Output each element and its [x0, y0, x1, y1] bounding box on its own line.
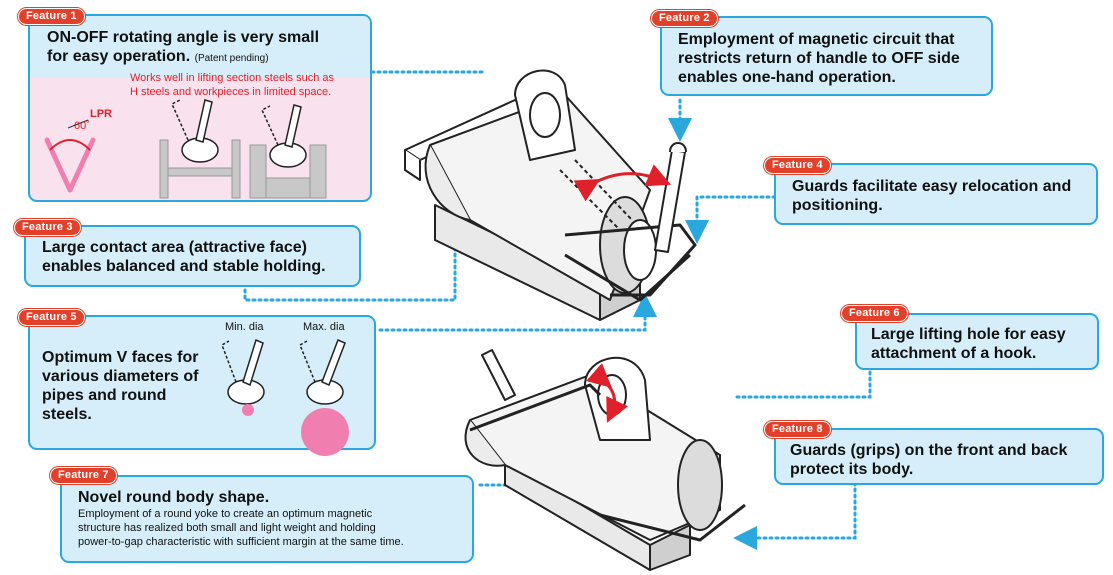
- feature7-body1: Employment of a round yoke to create an …: [78, 508, 373, 520]
- feature2-box: [660, 16, 993, 96]
- leader-feature4: [685, 195, 777, 244]
- feature5-line3: pipes and round: [42, 387, 167, 404]
- feature1-title-line1: ON-OFF rotating angle is very small: [47, 29, 320, 46]
- feature3-line1: Large contact area (attractive face): [42, 239, 307, 256]
- feature7-tag: Feature 7: [50, 467, 117, 484]
- feature7-box: [60, 475, 474, 563]
- feature4-line1: Guards facilitate easy relocation and: [792, 178, 1072, 195]
- feature2-line2: restricts return of handle to OFF side: [678, 50, 960, 67]
- feature5-min-label: Min. dia: [225, 321, 264, 333]
- feature2-line1: Employment of magnetic circuit that: [678, 31, 955, 48]
- feature1-tag: Feature 1: [18, 8, 85, 25]
- feature8-box: [774, 428, 1104, 485]
- feature7-body3: power-to-gap characteristic with suffici…: [78, 536, 404, 548]
- feature6-line2: attachment of a hook.: [871, 345, 1037, 362]
- feature1-note-line1: Works well in lifting section steels suc…: [130, 72, 334, 84]
- feature7-body2: structure has realized both small and li…: [78, 522, 376, 534]
- feature7-title: Novel round body shape.: [78, 489, 270, 506]
- feature3-line2: enables balanced and stable holding.: [42, 258, 326, 275]
- feature4-tag: Feature 4: [764, 157, 831, 174]
- feature4-box: [774, 163, 1098, 225]
- feature4-line2: positioning.: [792, 197, 883, 214]
- feature6-line1: Large lifting hole for easy: [871, 326, 1066, 343]
- feature5-line2: various diameters of: [42, 368, 199, 385]
- feature1-angle-label: LPR: [90, 108, 112, 120]
- feature5-line1: Optimum V faces for: [42, 349, 199, 366]
- feature8-line2: protect its body.: [790, 461, 914, 478]
- feature6-tag: Feature 6: [841, 305, 908, 322]
- leader-feature3: [243, 220, 467, 302]
- feature1-angle-value: 60˚: [74, 120, 90, 132]
- feature5-tag: Feature 5: [18, 309, 85, 326]
- feature5-line4: steels.: [42, 406, 92, 423]
- rotate-arrow-lower: [586, 363, 628, 423]
- feature3-tag: Feature 3: [14, 219, 81, 236]
- feature1-patent: (Patent pending): [194, 53, 269, 64]
- lifter-upper: [404, 69, 697, 321]
- leader-feature5: [378, 293, 657, 332]
- leader-feature6: [733, 370, 872, 399]
- feature8-line1: Guards (grips) on the front and back: [790, 442, 1068, 459]
- feature5-max-label: Max. dia: [303, 321, 345, 333]
- rotate-arrow-upper: [573, 164, 672, 202]
- feature8-tag: Feature 8: [764, 421, 831, 438]
- leader-feature8: [733, 463, 857, 550]
- feature1-note-line2: H steels and workpieces in limited space…: [130, 86, 332, 98]
- feature3-box: [24, 225, 361, 287]
- feature6-box: [855, 313, 1099, 370]
- feature2-line3: enables one-hand operation.: [678, 69, 896, 86]
- feature2-tag: Feature 2: [651, 10, 718, 27]
- feature1-title-line2: for easy operation.: [47, 48, 191, 65]
